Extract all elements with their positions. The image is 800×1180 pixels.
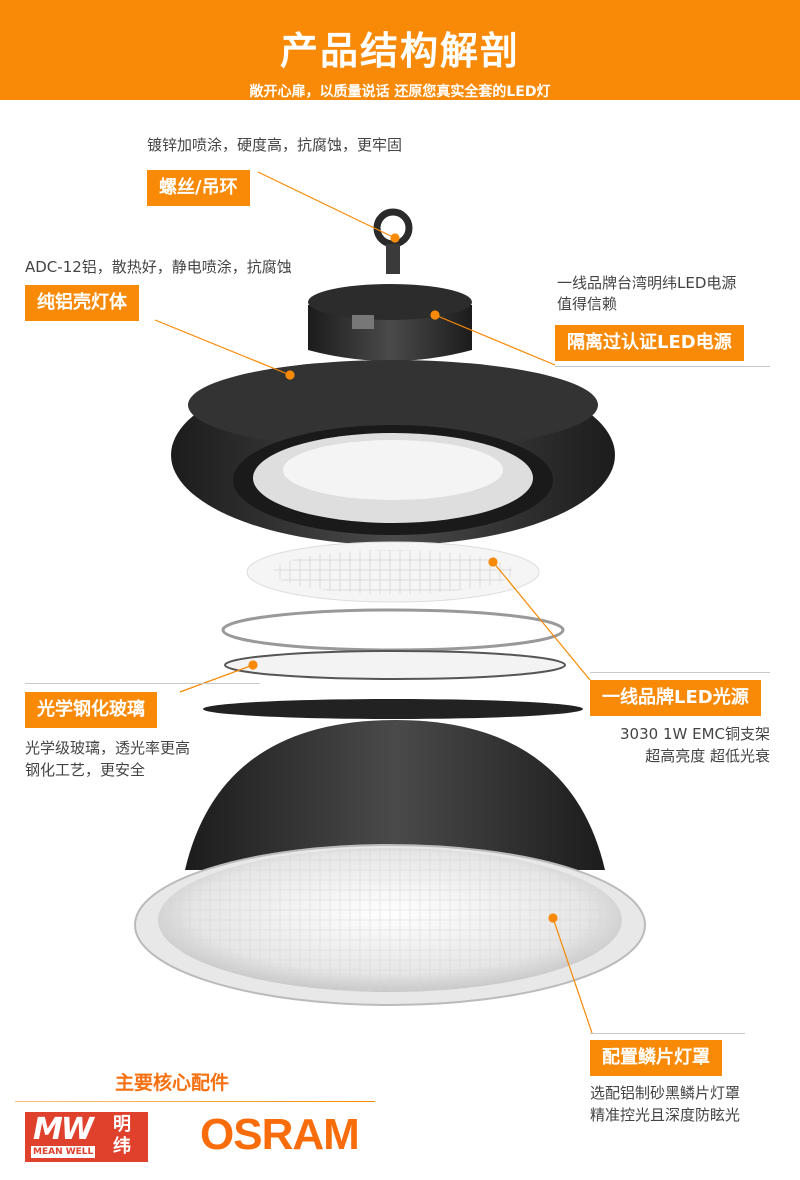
driver-divider <box>555 366 770 367</box>
eyebolt-label: 螺丝/吊环 <box>147 170 250 206</box>
glass-label: 光学钢化玻璃 <box>25 692 157 728</box>
reflector-label: 配置鳞片灯罩 <box>590 1040 722 1076</box>
led-desc-1: 3030 1W EMC铜支架 <box>620 725 770 743</box>
driver-desc-2: 值得信赖 <box>557 295 618 313</box>
led-desc-2: 超高亮度 超低光衰 <box>645 747 770 765</box>
leader-eyebolt <box>257 171 396 239</box>
seal-ring-part <box>221 608 565 652</box>
glass-part <box>224 650 566 680</box>
leader-driver <box>434 314 556 366</box>
page-subtitle: 敞开心扉，以质量说话 还原您真实全套的LED灯 <box>249 84 551 100</box>
meanwell-en: MEAN WELL <box>31 1146 96 1158</box>
eyebolt-desc: 镀锌加喷涂，硬度高，抗腐蚀，更牢固 <box>147 136 403 154</box>
driver-part <box>308 284 472 361</box>
led-label: 一线品牌LED光源 <box>590 680 761 716</box>
meanwell-cn: 明纬 <box>113 1114 131 1157</box>
housing-desc: ADC-12铝，散热好，静电喷涂，抗腐蚀 <box>25 258 292 276</box>
leader-led <box>492 561 591 681</box>
reflector-desc-2: 精准控光且深度防眩光 <box>590 1106 741 1124</box>
reflector-desc-1: 选配铝制砂黑鳞片灯罩 <box>590 1084 741 1102</box>
housing-part <box>171 360 615 545</box>
meanwell-logo: MW 明纬 MEAN WELL <box>25 1112 148 1162</box>
header-banner: 产品结构解剖 敞开心扉，以质量说话 还原您真实全套的LED灯 <box>0 0 800 100</box>
glass-divider <box>25 683 260 684</box>
leader-housing <box>154 319 291 376</box>
driver-desc-1: 一线品牌台湾明纬LED电源 <box>557 274 737 292</box>
driver-label: 隔离过认证LED电源 <box>555 325 744 361</box>
reflector-part <box>134 720 646 1006</box>
osram-logo: OSRAM <box>200 1110 360 1159</box>
core-divider <box>15 1101 375 1102</box>
core-components-heading: 主要核心配件 <box>115 1072 230 1094</box>
reflector-divider <box>590 1033 745 1034</box>
leader-glass <box>179 664 254 693</box>
glass-desc-1: 光学级玻璃，透光率更高 <box>25 739 191 757</box>
gasket-part <box>203 699 583 719</box>
housing-label: 纯铝壳灯体 <box>25 285 139 321</box>
glass-desc-2: 钢化工艺，更安全 <box>25 761 146 779</box>
leader-reflector <box>552 917 593 1034</box>
led-divider <box>590 672 770 673</box>
meanwell-mark: MW <box>33 1112 94 1147</box>
page-title: 产品结构解剖 <box>279 29 520 73</box>
eyebolt-part <box>373 208 413 274</box>
